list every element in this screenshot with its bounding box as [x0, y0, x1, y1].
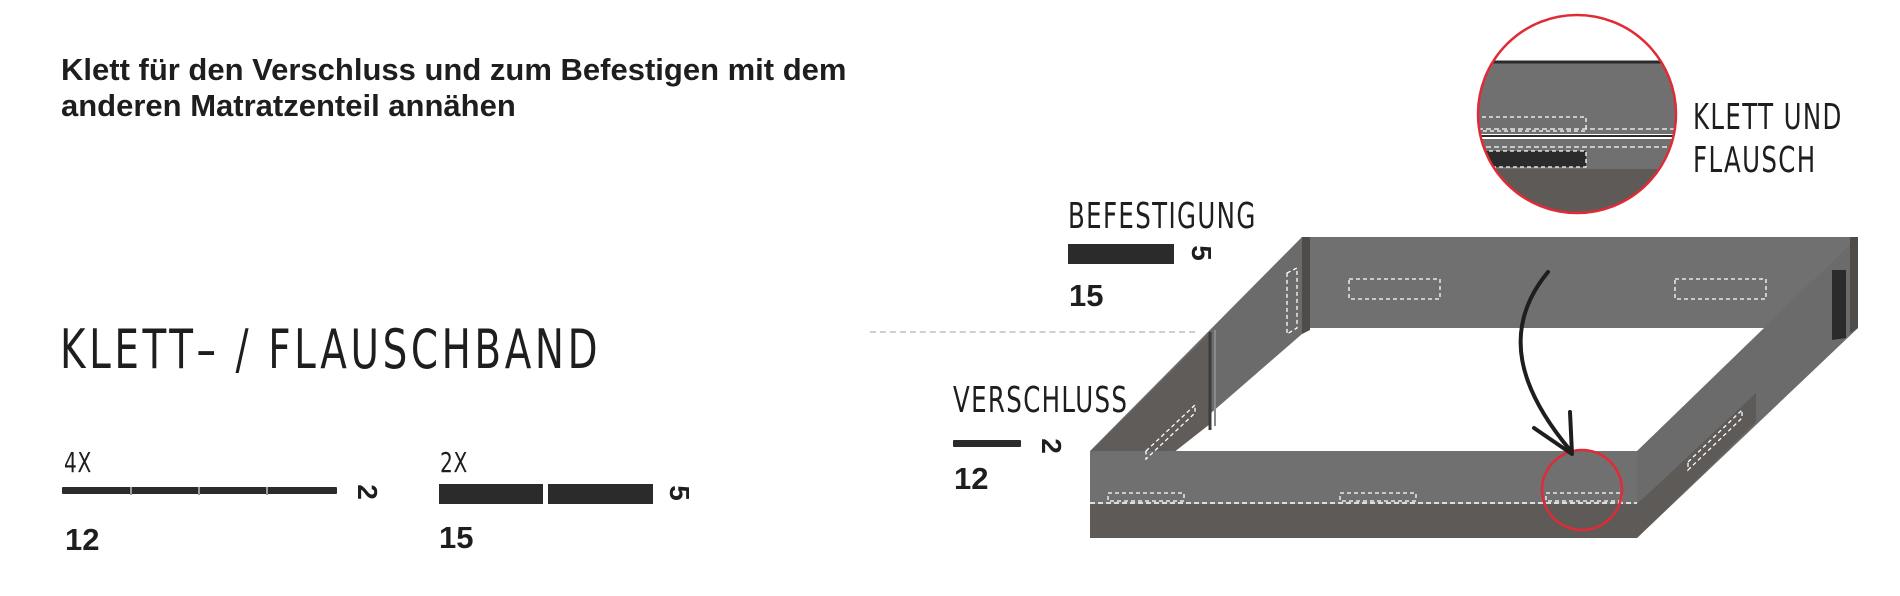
klett-flausch-line-1: KLETT UND: [1693, 97, 1843, 138]
frame-right-post: [1850, 237, 1858, 333]
part-1-length: 12: [65, 522, 100, 557]
highlight-circle-zoom: [1476, 13, 1678, 215]
part-2-count: 2X: [440, 446, 469, 479]
verschluss-label: VERSCHLUSS: [953, 380, 1129, 421]
velcro-left-side: [1145, 403, 1196, 461]
velcro-back-left: [1348, 278, 1441, 300]
befestigung-label: BEFESTIGUNG: [1068, 196, 1257, 237]
velcro-left-post: [1286, 266, 1298, 336]
frame-front-panel: [1090, 451, 1637, 504]
instruction-line-1: Klett für den Verschluss und zum Befesti…: [61, 52, 847, 87]
part-1-count: 4X: [64, 446, 93, 479]
verschluss-strip: [953, 440, 1021, 447]
klett-flausch-line-2: FLAUSCH: [1693, 140, 1817, 181]
part-2-strips: [439, 484, 653, 504]
befestigung-strip: [1068, 244, 1174, 264]
detail-arrow-head: [1532, 410, 1574, 456]
zoom-detail: [1478, 15, 1676, 213]
velcro-right-side: [1687, 408, 1743, 472]
frame-right-panel-lower: [1637, 393, 1756, 538]
befestigung-length: 15: [1069, 278, 1104, 313]
highlight-circle-small: [1540, 448, 1624, 532]
dashed-divider: [870, 331, 1195, 333]
frame-back-panel: [1310, 237, 1858, 328]
section-title: KLETT– / FLAUSCHBAND: [60, 318, 602, 381]
verschluss-length: 12: [954, 461, 989, 496]
frame-back-left-post: [1302, 237, 1310, 334]
velcro-front-2: [1339, 492, 1417, 502]
instruction-line-2: anderen Matratzenteil annähen: [61, 88, 516, 123]
velcro-front-1: [1107, 492, 1185, 502]
zoom-velcro-strip: [1478, 150, 1587, 168]
detail-arrow: [1518, 270, 1572, 452]
velcro-back-right: [1674, 278, 1767, 300]
part-2-length: 15: [439, 520, 474, 555]
instruction-text: Klett für den Verschluss und zum Befesti…: [61, 52, 921, 124]
frame-front-panel-lower: [1090, 504, 1637, 538]
part-1-strips: [62, 487, 337, 495]
klett-flausch-label: KLETT UND FLAUSCH: [1693, 97, 1843, 181]
frame-right-velcro: [1832, 270, 1846, 340]
